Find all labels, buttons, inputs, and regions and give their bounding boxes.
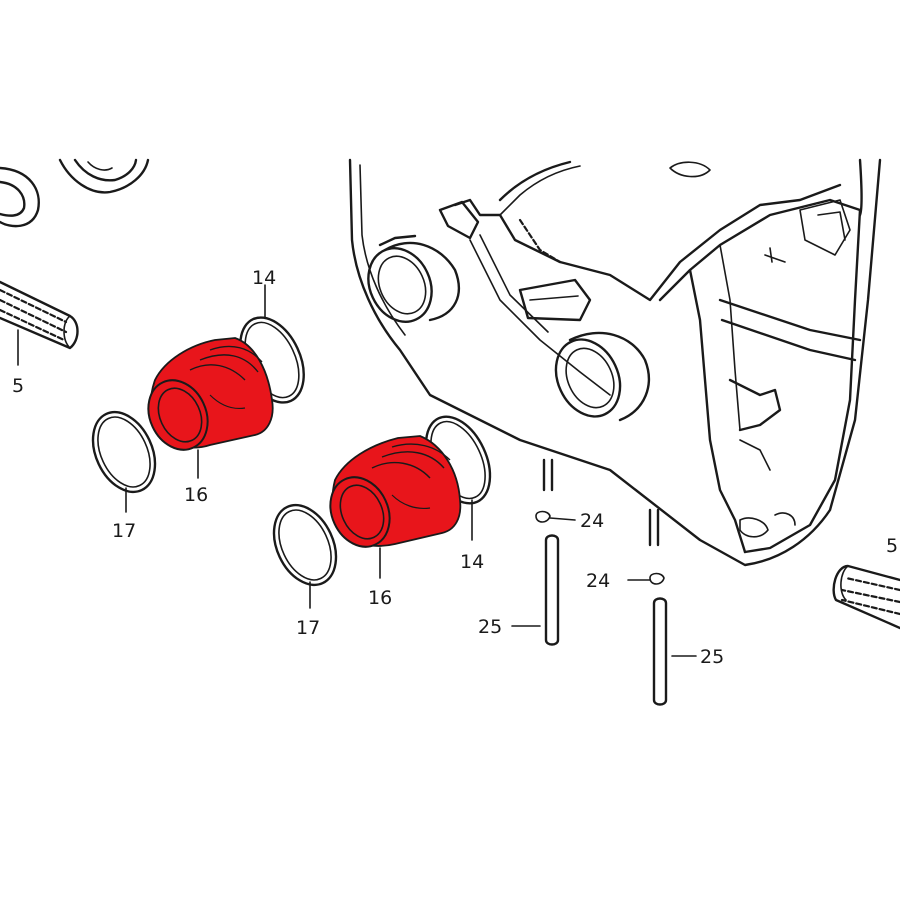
rod-part-25-left [511, 534, 560, 646]
callout-24-lower: 24 [586, 570, 610, 592]
rod-part-25-right [652, 597, 697, 706]
callout-17-right: 17 [296, 617, 320, 639]
callout-25-left: 25 [478, 616, 502, 638]
callout-5-left: 5 [12, 375, 24, 397]
callout-24-upper: 24 [580, 510, 604, 532]
o-ring-part-17-right [272, 503, 338, 609]
callout-5-right: 5 [886, 535, 898, 557]
airbox-pins [542, 458, 660, 547]
airbox-intake-stub-upper [367, 234, 460, 323]
callout-17-left: 17 [112, 520, 136, 542]
o-ring-part-17-left [91, 410, 157, 513]
air-filter-box [348, 158, 882, 567]
callout-14-upper: 14 [252, 267, 276, 289]
intake-boot-part-16-left [147, 337, 274, 479]
callout-16-left: 16 [184, 484, 208, 506]
callout-16-right: 16 [368, 587, 392, 609]
callout-25-right: 25 [700, 646, 724, 668]
grommet-part-24-upper [535, 510, 576, 523]
intake-boot-part-16-right [329, 435, 462, 579]
callout-14-lower: 14 [460, 551, 484, 573]
top-left-partial-part [0, 158, 150, 228]
hose-part-5-left [0, 280, 79, 366]
hose-part-5-right [832, 564, 900, 630]
grommet-part-24-lower [627, 572, 665, 585]
airbox-intake-stub-lower [518, 278, 650, 422]
